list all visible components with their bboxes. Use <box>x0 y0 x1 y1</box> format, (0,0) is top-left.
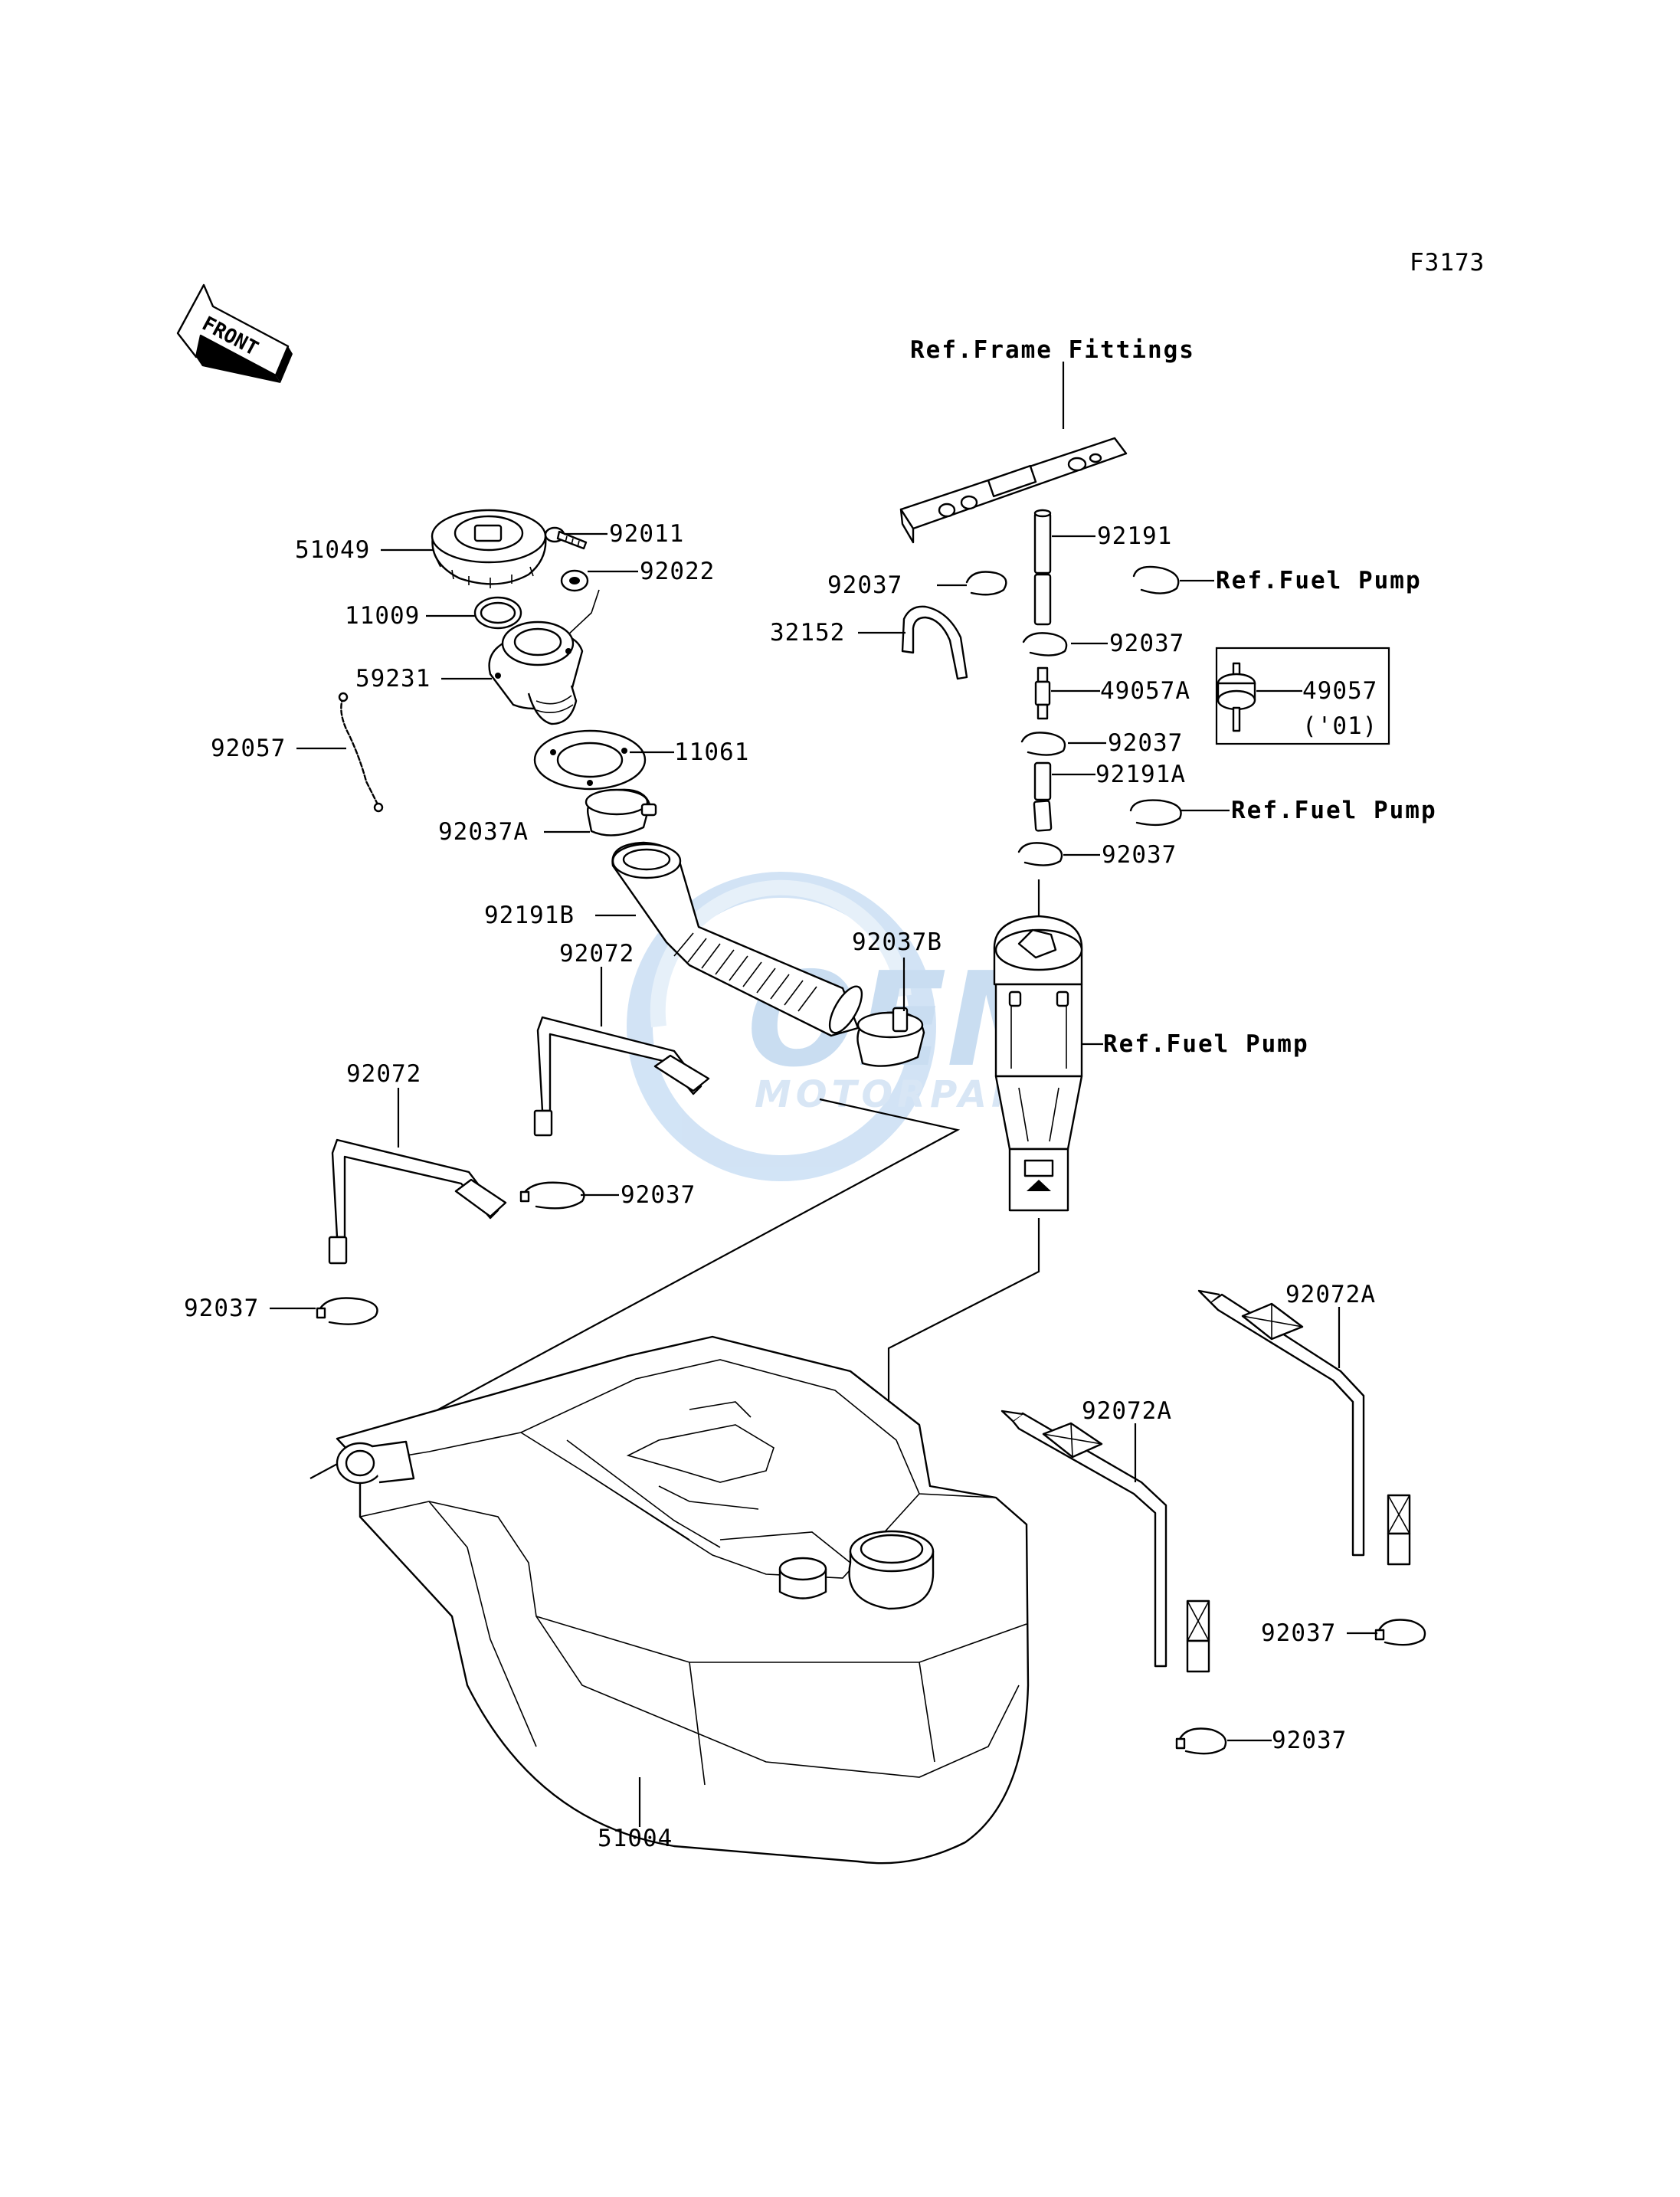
label-92037-right-2: 92037 <box>1272 1727 1347 1754</box>
label-ref-fuel-pump-2: Ref.Fuel Pump <box>1231 797 1437 824</box>
label-51004: 51004 <box>598 1825 673 1852</box>
label-ref-fuel-pump-1: Ref.Fuel Pump <box>1216 567 1422 594</box>
label-92037-hose-3: 92037 <box>1102 841 1177 869</box>
strap-92072-upper <box>533 1016 710 1137</box>
label-11009: 11009 <box>345 602 420 630</box>
label-92057: 92057 <box>211 735 286 762</box>
label-49057: 49057 <box>1302 677 1377 705</box>
clamp-92037-right-2 <box>1175 1727 1227 1755</box>
gasket-11061 <box>533 729 647 791</box>
valve-49057A <box>1034 666 1051 720</box>
fuel-tank-51004 <box>336 1335 1030 1865</box>
label-51049: 51049 <box>295 536 370 564</box>
cord-92057 <box>338 692 384 813</box>
label-92037-left: 92037 <box>184 1295 259 1322</box>
label-92072-upper: 92072 <box>559 940 634 968</box>
label-92072A-upper: 92072A <box>1285 1281 1376 1308</box>
clamp-92037-hose-2 <box>1020 732 1066 756</box>
figure-code: F3173 <box>1410 249 1485 277</box>
clamp-ref-fuel-pump-2 <box>1129 799 1182 827</box>
clamp-92037-strap <box>519 1181 585 1210</box>
filler-neck-59231 <box>488 620 584 725</box>
o-ring-11009 <box>473 596 522 630</box>
label-92037-hose-2: 92037 <box>1108 729 1183 757</box>
label-92191: 92191 <box>1097 522 1172 550</box>
label-92037-hose-1: 92037 <box>1109 630 1184 657</box>
label-ref-frame-fittings: Ref.Frame Fittings <box>910 336 1195 364</box>
fuel-cap-51049 <box>431 509 547 588</box>
clamp-92037A <box>585 788 657 837</box>
fuel-pump-assembly <box>993 879 1083 1212</box>
clamp-92037-right-1 <box>1374 1619 1426 1646</box>
label-59231: 59231 <box>355 665 431 692</box>
strap-92072A-lower <box>1000 1410 1210 1673</box>
front-direction-arrow-icon: FRONT <box>176 283 293 383</box>
label-92191B: 92191B <box>484 902 575 929</box>
clamp-92037-left <box>316 1297 378 1325</box>
valve-49057-box <box>1215 647 1390 745</box>
bolt-92011 <box>544 526 588 550</box>
hose-92191A <box>1033 761 1053 832</box>
clamp-92037-hose-1 <box>1022 632 1068 656</box>
label-92037-top: 92037 <box>827 571 902 599</box>
label-92037B: 92037B <box>852 928 942 956</box>
strap-92072-lower <box>328 1138 507 1265</box>
label-92191A: 92191A <box>1095 761 1186 788</box>
label-92022: 92022 <box>640 558 715 585</box>
label-11061: 11061 <box>674 738 749 766</box>
clamp-92037B <box>856 1007 925 1067</box>
label-ref-fuel-pump-3: Ref.Fuel Pump <box>1103 1030 1309 1058</box>
frame-fitting-bracket <box>899 437 1128 544</box>
hose-92191 <box>1033 509 1052 626</box>
label-92072A-lower: 92072A <box>1082 1397 1172 1425</box>
strap-92072A-upper <box>1197 1289 1411 1566</box>
filler-hose-92191B <box>611 841 863 1037</box>
label-92037-right-1: 92037 <box>1261 1619 1336 1647</box>
label-92011: 92011 <box>609 520 684 548</box>
clamp-92037-hose-3 <box>1017 842 1063 866</box>
washer-92022 <box>560 569 589 592</box>
label-32152: 32152 <box>770 619 845 647</box>
label-92037-strap: 92037 <box>621 1181 696 1209</box>
label-49057-note: ('01) <box>1302 712 1377 740</box>
label-92072-lower: 92072 <box>346 1060 421 1088</box>
clamp-92037-top <box>965 571 1007 596</box>
label-92037A: 92037A <box>438 818 529 846</box>
hose-32152 <box>901 605 968 680</box>
label-49057A: 49057A <box>1100 677 1190 705</box>
clamp-ref-fuel-pump-1 <box>1132 565 1180 594</box>
